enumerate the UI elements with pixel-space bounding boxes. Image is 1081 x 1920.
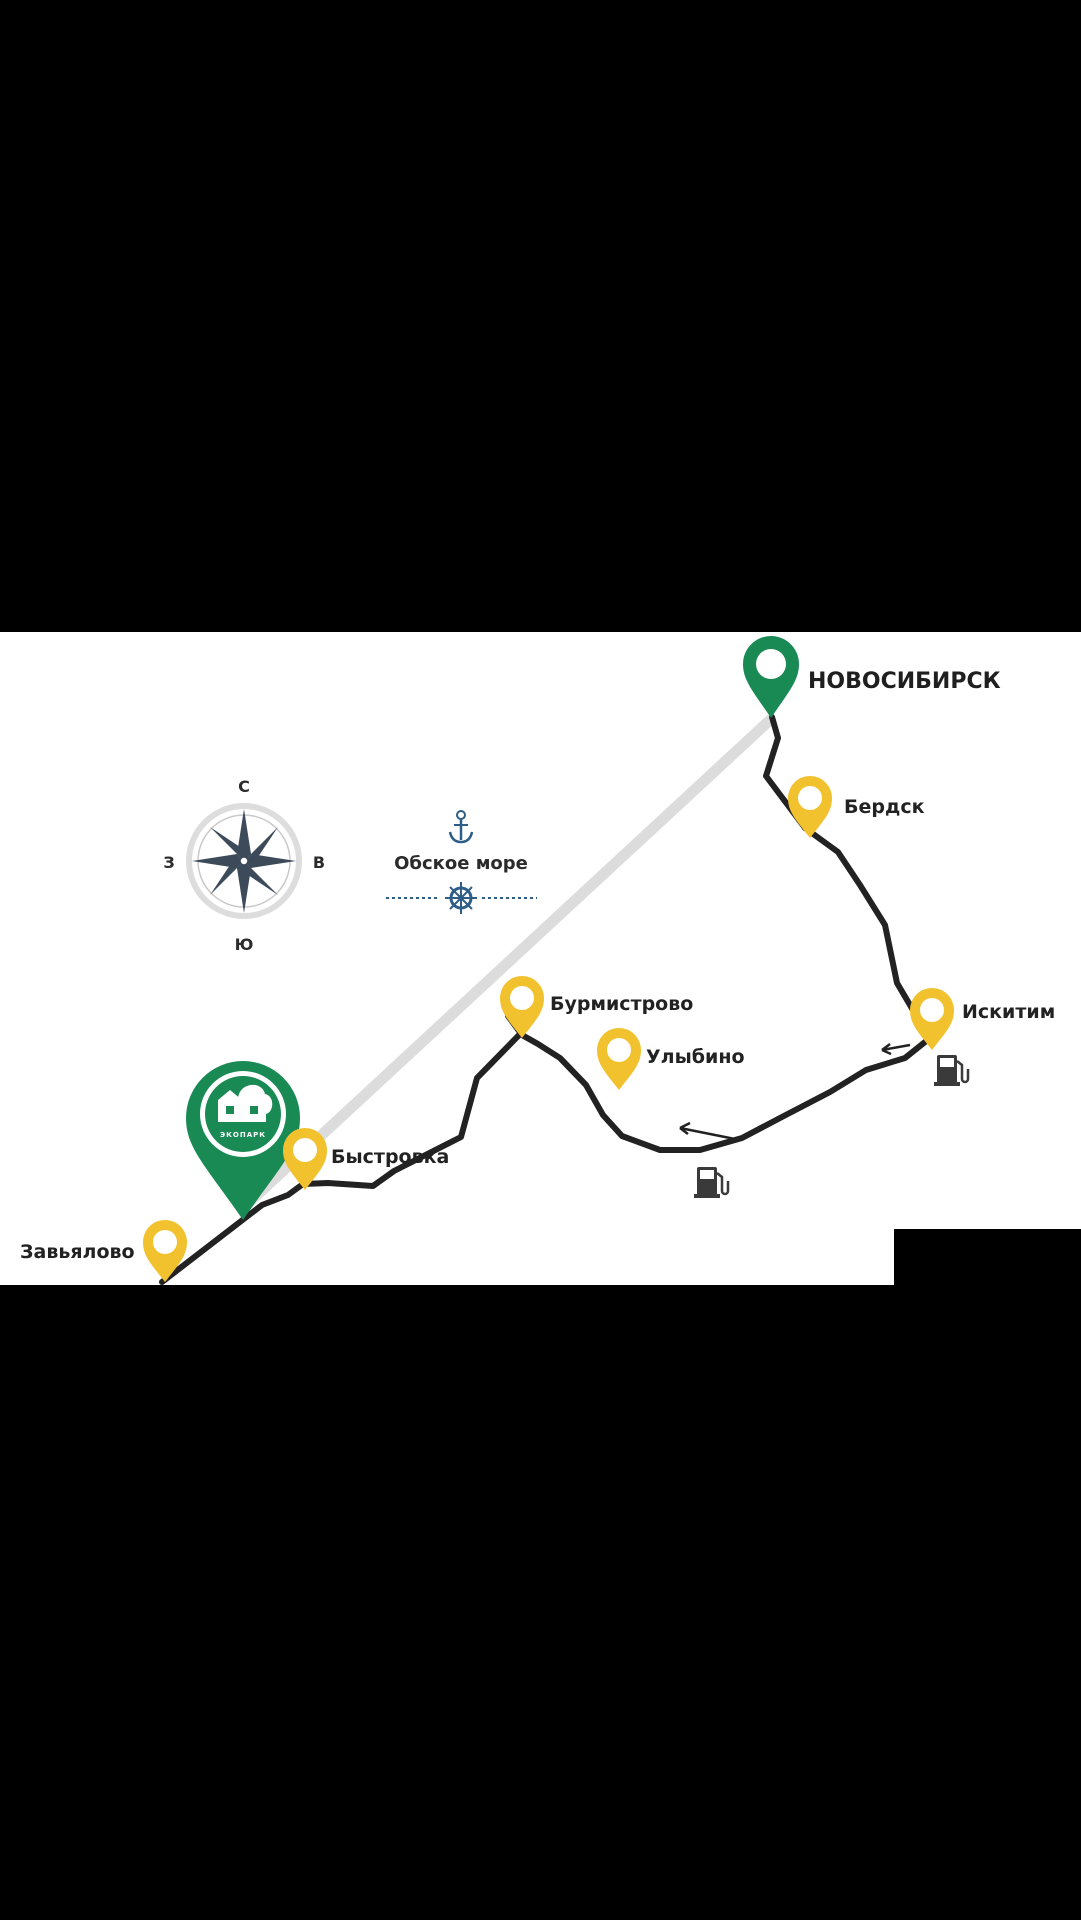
arrow-left-icon	[679, 1121, 741, 1142]
compass-north: С	[238, 777, 250, 796]
place-label-zavyalovo: Завьялово	[20, 1241, 135, 1263]
gas-station-icon: АЗС	[692, 1165, 730, 1200]
main-route	[159, 714, 933, 1285]
gas-label: АЗС	[942, 1061, 951, 1067]
place-label-ulybino: Улыбино	[646, 1046, 745, 1068]
map-pin-icon	[743, 636, 799, 718]
ecopark-label: ЭКОПАРК	[220, 1131, 266, 1139]
house-trees-logo-icon	[218, 1084, 273, 1122]
direct-route	[240, 714, 776, 1211]
ship-wheel-icon	[445, 882, 477, 914]
anchor-icon	[448, 810, 474, 844]
ecopark-marker: ЭКОПАРК	[186, 1061, 300, 1220]
gas-label: АЗС	[702, 1173, 711, 1179]
compass-west: З	[163, 853, 174, 872]
compass-south: Ю	[235, 935, 254, 954]
gas-station-icon: АЗС	[932, 1053, 970, 1088]
panel-cutout	[894, 1229, 1081, 1285]
city-label-novosibirsk: НОВОСИБИРСК	[808, 669, 1001, 694]
place-label-iskitim: Искитим	[962, 1001, 1055, 1023]
sea-label: Обское море	[394, 853, 528, 874]
map-panel	[0, 632, 1081, 1285]
compass-east: В	[313, 853, 325, 872]
place-label-bystrovka: Быстровка	[331, 1146, 449, 1168]
place-label-berdsk: Бердск	[844, 796, 925, 818]
place-label-burmistrovo: Бурмистрово	[550, 993, 693, 1015]
compass-rose-icon	[186, 803, 302, 919]
arrow-left-icon	[881, 1043, 911, 1056]
